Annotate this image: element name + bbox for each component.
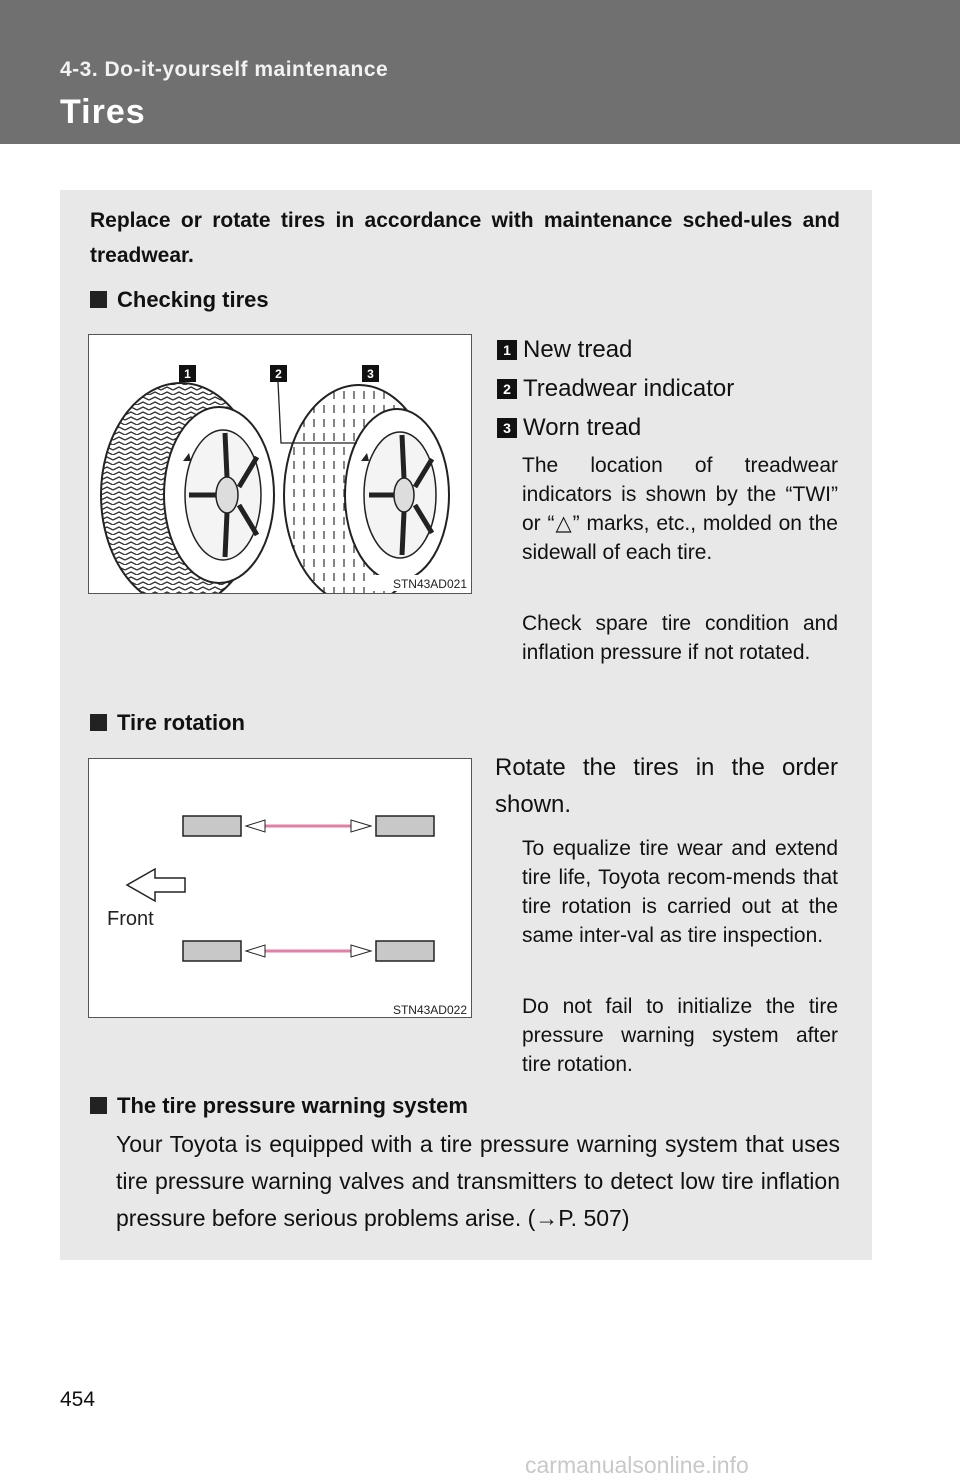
front-right-tire bbox=[375, 815, 435, 837]
new-tread-tire bbox=[100, 382, 275, 593]
intro-text: Replace or rotate tires in accordance wi… bbox=[90, 209, 840, 267]
worn-tread-tire bbox=[283, 384, 450, 593]
svg-text:1: 1 bbox=[184, 367, 191, 381]
checking-tires-heading-text: Checking tires bbox=[117, 287, 269, 312]
square-bullet-icon bbox=[90, 714, 107, 731]
tpms-heading-text: The tire pressure warning system bbox=[117, 1093, 468, 1118]
svg-text:3: 3 bbox=[367, 367, 374, 381]
front-left-tire bbox=[182, 815, 242, 837]
watermark: carmanualsonline.info bbox=[525, 1452, 749, 1478]
swap-arrow-rear bbox=[244, 944, 373, 958]
figure-code-1: STN43AD021 bbox=[393, 577, 467, 591]
rear-right-tire bbox=[375, 940, 435, 962]
rotation-text: Rotate the tires in the order shown. bbox=[495, 754, 838, 818]
tpms-reset-note: Do not fail to initialize the tire press… bbox=[522, 995, 838, 1076]
spare-tire-note: Check spare tire condition and inflation… bbox=[522, 612, 838, 664]
page-number: 454 bbox=[60, 1388, 96, 1411]
treadwear-note: The location of treadwear indicators is … bbox=[522, 454, 838, 564]
tpms-heading: The tire pressure warning system bbox=[90, 1093, 468, 1119]
tpms-text: Your Toyota is equipped with a tire pres… bbox=[116, 1131, 840, 1231]
tire-rotation-heading: Tire rotation bbox=[90, 710, 245, 736]
rotation-note: To equalize tire wear and extend tire li… bbox=[522, 837, 838, 947]
swap-arrow-front bbox=[244, 819, 373, 833]
front-arrow-icon bbox=[125, 867, 186, 903]
front-label: Front bbox=[107, 908, 154, 930]
figure-code-2: STN43AD022 bbox=[393, 1003, 467, 1017]
square-bullet-icon bbox=[90, 291, 107, 308]
checking-tires-heading: Checking tires bbox=[90, 287, 269, 313]
tire-rotation-heading-text: Tire rotation bbox=[117, 710, 245, 735]
header-bar: 4-3. Do-it-yourself maintenance Tires bbox=[0, 0, 960, 144]
rear-left-tire bbox=[182, 940, 242, 962]
section-title: 4-3. Do-it-yourself maintenance bbox=[60, 58, 389, 81]
tire-rotation-figure: Front STN43AD022 bbox=[88, 758, 472, 1018]
page-title: Tires bbox=[60, 93, 146, 131]
tire-tread-figure: 1 2 3 STN43AD021 bbox=[88, 334, 472, 594]
svg-text:2: 2 bbox=[275, 367, 282, 381]
square-bullet-icon bbox=[90, 1097, 107, 1114]
